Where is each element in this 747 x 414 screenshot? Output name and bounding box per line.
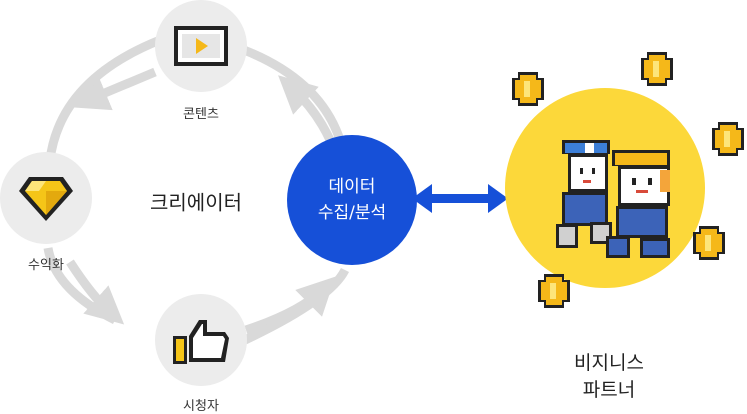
arrow-data-to-content bbox=[278, 75, 335, 142]
monetization-label: 수익화 bbox=[28, 258, 64, 273]
gem-icon bbox=[19, 177, 73, 221]
partner-label: 비지니스 파트너 bbox=[574, 350, 644, 404]
viewers-node bbox=[155, 294, 247, 386]
coin-icon bbox=[538, 274, 570, 308]
thumbs-up-icon bbox=[173, 320, 229, 364]
mascot-right bbox=[606, 150, 670, 258]
partner-label-line1: 비지니스 bbox=[574, 352, 644, 374]
content-node bbox=[155, 0, 247, 92]
coin-icon bbox=[512, 72, 544, 106]
video-icon bbox=[174, 26, 228, 66]
data-node-line1: 데이터 bbox=[328, 177, 376, 197]
data-node-line2: 수집/분석 bbox=[317, 203, 387, 223]
data-collection-node: 데이터 수집/분석 bbox=[287, 135, 417, 265]
coin-icon bbox=[712, 122, 744, 156]
mascot-left bbox=[556, 140, 612, 248]
coin-icon bbox=[641, 52, 673, 86]
monetization-node bbox=[0, 152, 92, 244]
partner-label-line2: 파트너 bbox=[582, 379, 636, 401]
double-arrow bbox=[412, 184, 508, 213]
content-label: 콘텐츠 bbox=[183, 107, 219, 122]
viewers-label: 시청자 bbox=[183, 399, 219, 414]
arrow-content-to-monetization bbox=[70, 67, 157, 111]
arrow-monetization-to-viewers bbox=[66, 259, 125, 325]
coin-icon bbox=[693, 226, 725, 260]
creator-label: 크리에이터 bbox=[150, 190, 242, 215]
